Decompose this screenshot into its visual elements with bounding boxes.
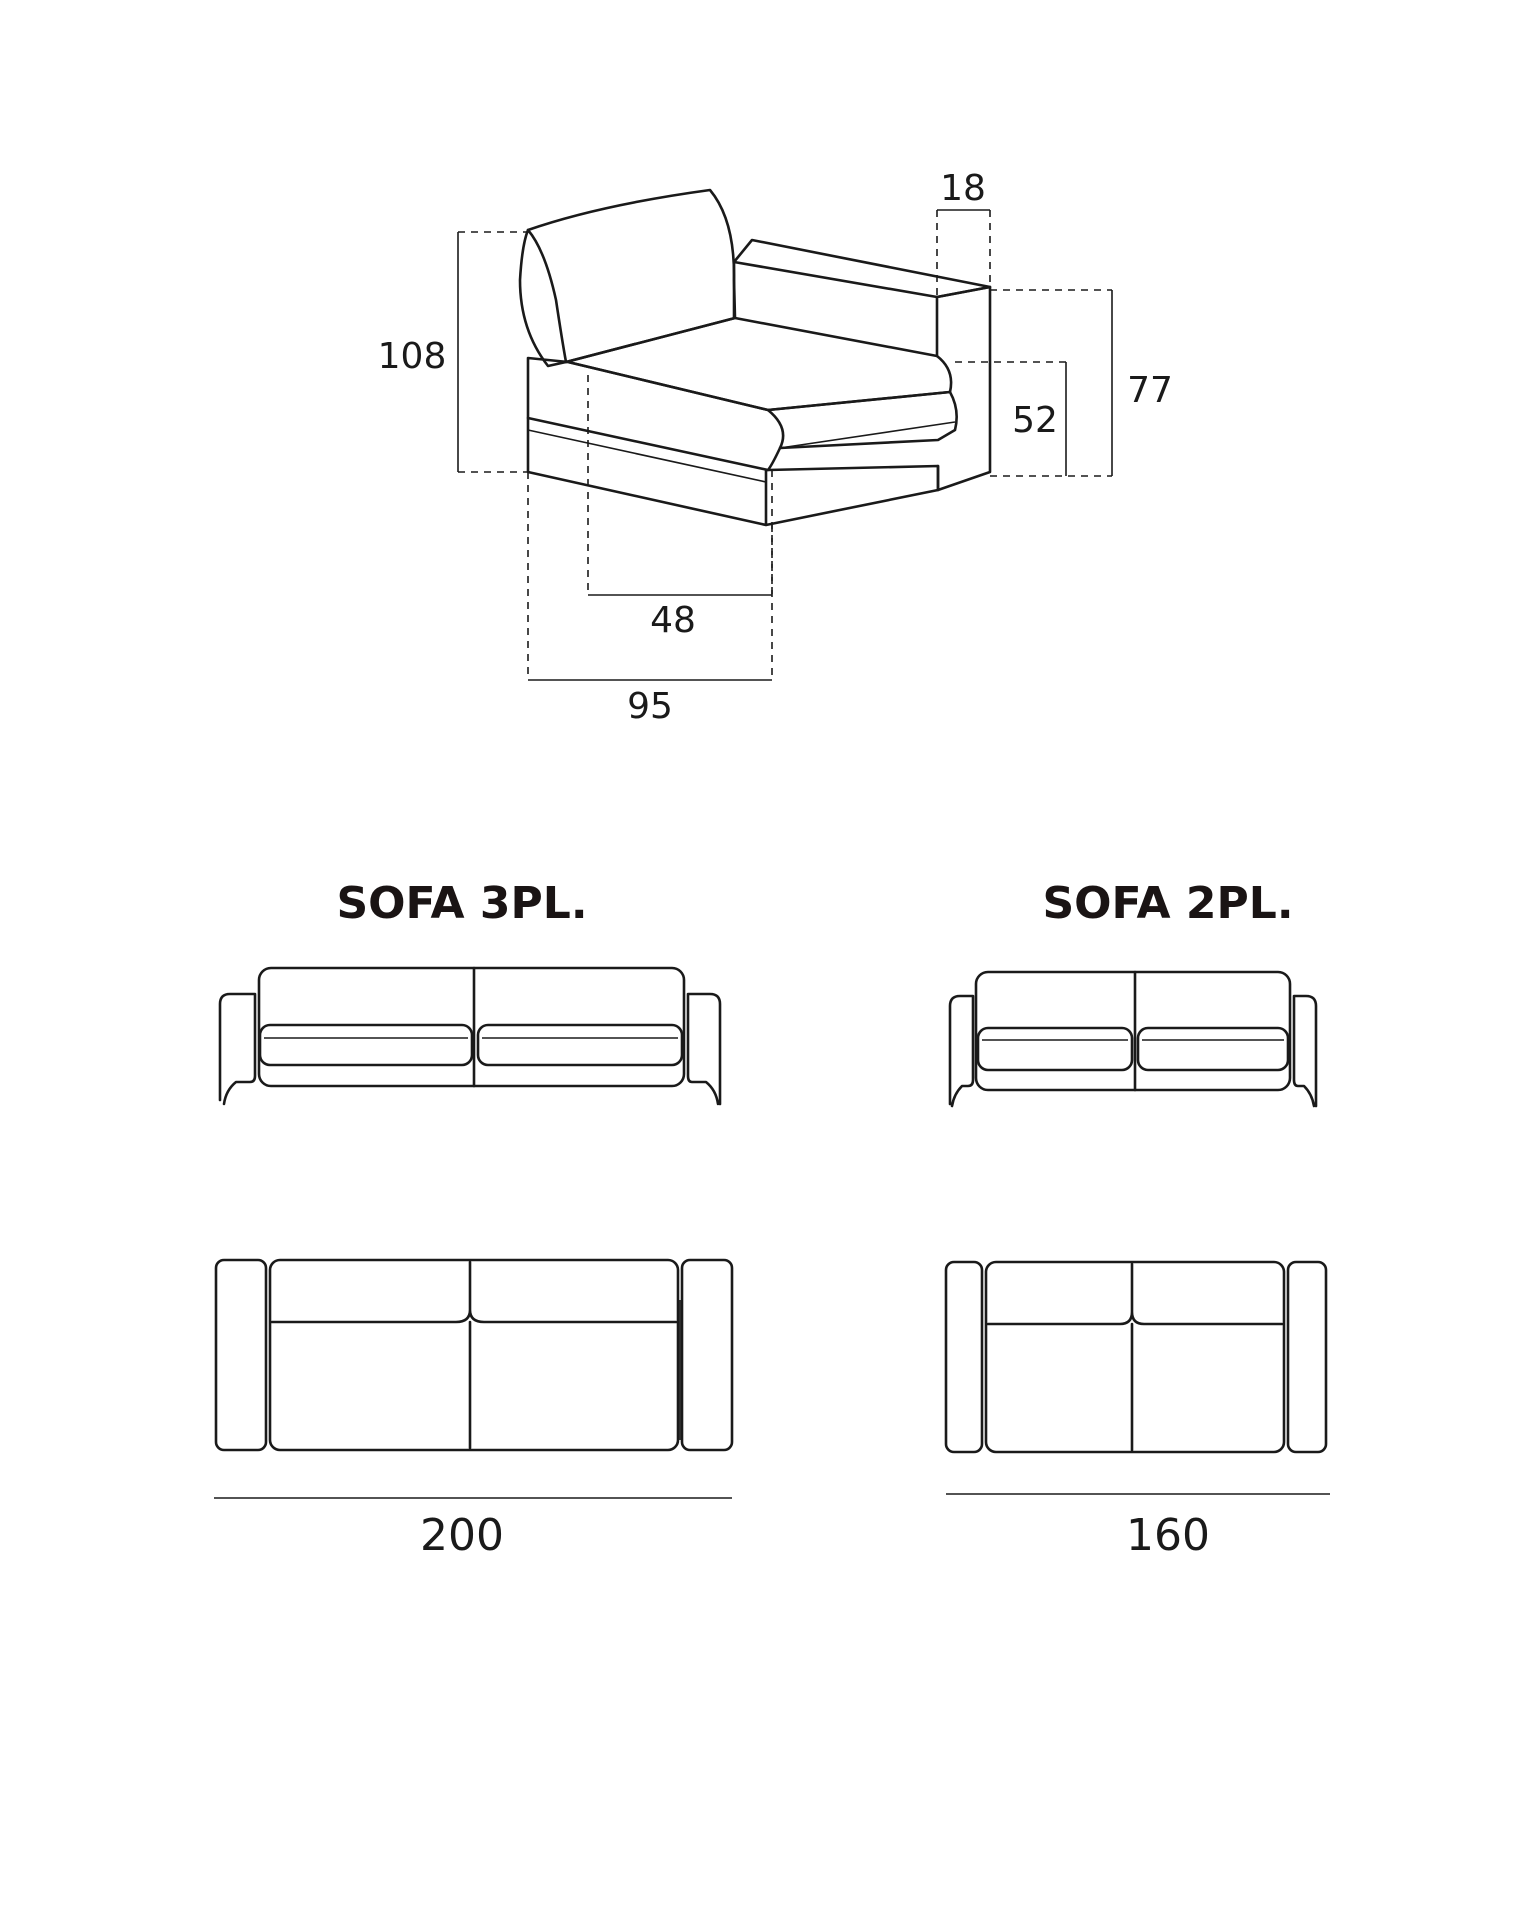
dim-seat-height: 52 [1012,400,1058,441]
base [526,416,940,527]
dim-total-height: 108 [378,336,447,377]
dim-seat-depth: 48 [650,600,696,641]
seat-front [526,356,785,472]
isometric-module [518,188,992,527]
sofa-2pl-top-view [944,1260,1328,1454]
base-line [527,429,767,483]
dim-arm-width: 18 [940,168,986,209]
back-cushion-side [526,228,568,364]
sofa-3pl-width: 200 [420,1510,504,1561]
sofa-3pl-title: SOFA 3PL. [336,878,587,929]
arm-top [732,238,992,299]
seat-top [564,316,953,412]
dim-total-depth: 95 [627,686,673,727]
sofa-3pl-top-view [214,1258,734,1452]
sofa-2pl-front-view [948,970,1318,1108]
dim-arm-height: 77 [1127,370,1173,411]
arm-block [935,285,992,492]
seat-front-right [766,390,958,450]
module-dimension-lines [457,209,1113,681]
seat-piping [779,421,956,449]
sofa-2pl-width: 160 [1126,1510,1210,1561]
sofa-2pl-title: SOFA 2PL. [1042,878,1293,929]
sofa-3pl-front-view [218,966,722,1106]
arm-inner-front [732,260,939,358]
back-cushion [518,188,737,368]
